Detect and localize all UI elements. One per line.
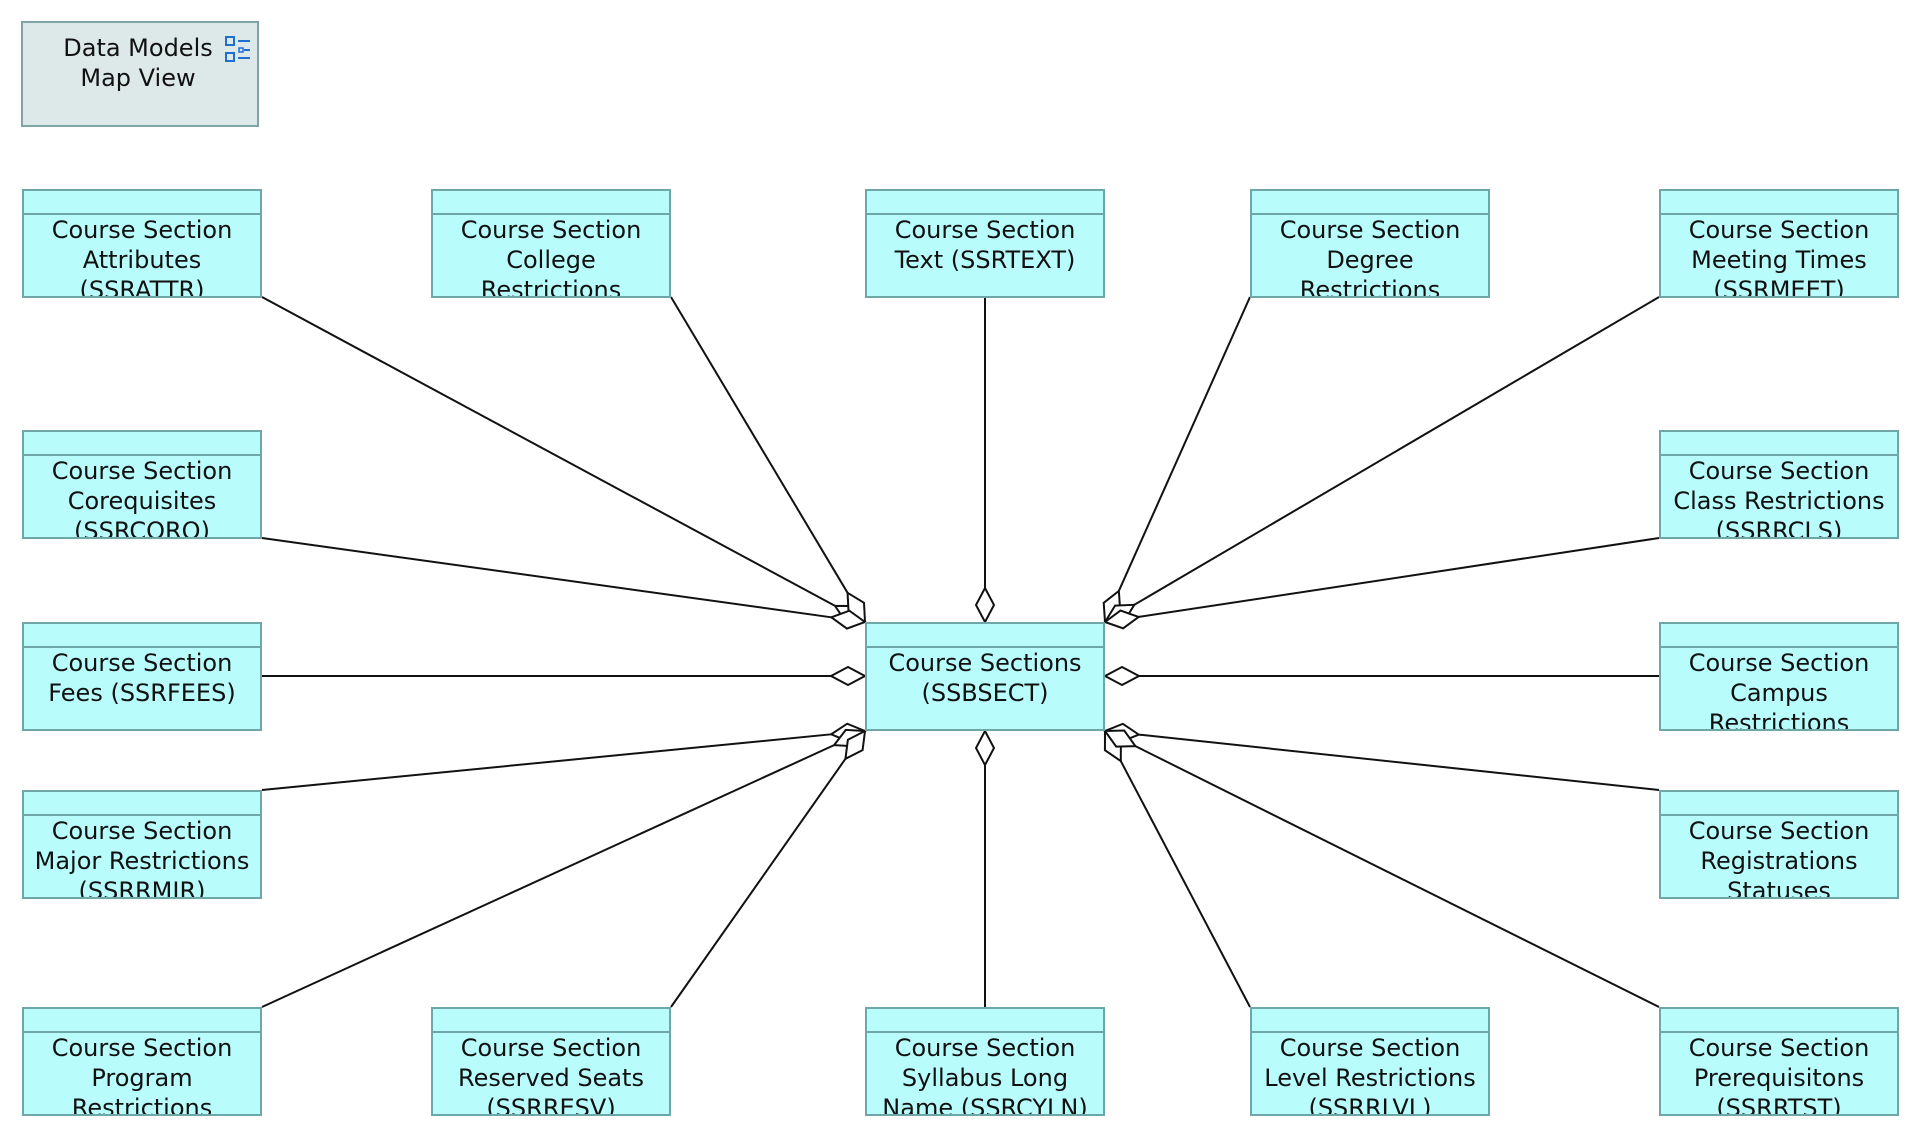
entity-ssrmeet[interactable]: Course Section Meeting Times (SSRMEET) bbox=[1659, 189, 1899, 298]
entity-header-band bbox=[867, 1009, 1103, 1033]
tree-view-icon[interactable] bbox=[223, 34, 253, 66]
entity-label: Course Sections (SSBSECT) bbox=[888, 649, 1082, 707]
entity-ssrresv[interactable]: Course Section Reserved Seats (SSRRESV) bbox=[431, 1007, 671, 1116]
connector-line-ssrresv bbox=[670, 758, 847, 1008]
entity-college[interactable]: Course Section College Restrictions bbox=[431, 189, 671, 298]
connector-line-ssrcorq bbox=[261, 537, 832, 619]
entity-ssrcyln[interactable]: Course Section Syllabus Long Name (SSRCY… bbox=[865, 1007, 1105, 1116]
entity-header-band bbox=[24, 432, 260, 456]
aggregation-diamond-ssrcorq bbox=[829, 609, 868, 630]
aggregation-diamond-ssrrtst bbox=[1103, 729, 1138, 748]
entity-ssrrtst[interactable]: Course Section Prerequisitons (SSRRTST) bbox=[1659, 1007, 1899, 1116]
entity-header-band bbox=[24, 792, 260, 816]
entity-header-band bbox=[24, 624, 260, 648]
entity-label: Course Section Fees (SSRFEES) bbox=[48, 649, 236, 707]
entity-ssrfees[interactable]: Course Section Fees (SSRFEES) bbox=[22, 622, 262, 731]
entity-label: Course Section Major Restrictions (SSRRM… bbox=[34, 817, 250, 899]
connector-line-degree bbox=[1117, 296, 1251, 592]
connector-line-ssrrmjr bbox=[261, 733, 832, 791]
connector-line-ssrrtst bbox=[1134, 745, 1660, 1008]
entity-label: Course Section Degree Restrictions bbox=[1279, 216, 1461, 298]
entity-header-band bbox=[1661, 191, 1897, 215]
entity-header-band bbox=[1661, 624, 1897, 648]
aggregation-diamond-ssrrcls bbox=[1102, 609, 1141, 630]
connector-line-ssrmeet bbox=[1133, 296, 1660, 606]
entity-label: Course Section Meeting Times (SSRMEET) bbox=[1688, 216, 1870, 298]
entity-label: Course Section Text (SSRTEXT) bbox=[894, 216, 1076, 274]
entity-label: Course Section Prerequisitons (SSRRTST) bbox=[1688, 1034, 1870, 1116]
entity-header-band bbox=[433, 1009, 669, 1033]
entity-label: Course Section Registrations Statuses (S… bbox=[1688, 817, 1870, 899]
connector-line-ssrrlvl bbox=[1119, 760, 1251, 1008]
entity-label: Course Section College Restrictions bbox=[460, 216, 642, 298]
entity-header-band bbox=[433, 191, 669, 215]
entity-label: Course Section Campus Restrictions bbox=[1688, 649, 1870, 731]
entity-campus[interactable]: Course Section Campus Restrictions bbox=[1659, 622, 1899, 731]
connector-line-college bbox=[670, 296, 849, 594]
entity-ssrrsts[interactable]: Course Section Registrations Statuses (S… bbox=[1659, 790, 1899, 899]
entity-label: Course Section Reserved Seats (SSRRESV) bbox=[458, 1034, 644, 1116]
entity-course-sections[interactable]: Course Sections (SSBSECT) bbox=[865, 622, 1105, 731]
entity-program[interactable]: Course Section Program Restrictions bbox=[22, 1007, 262, 1116]
map-view-title: Data Models Map View bbox=[63, 34, 213, 92]
connector-line-ssrattr bbox=[261, 296, 836, 607]
entity-header-band bbox=[24, 1009, 260, 1033]
entity-ssrcorq[interactable]: Course Section Corequisites (SSRCORQ) bbox=[22, 430, 262, 539]
entity-header-band bbox=[867, 191, 1103, 215]
connector-line-ssrrcls bbox=[1138, 537, 1660, 618]
entity-degree[interactable]: Course Section Degree Restrictions bbox=[1250, 189, 1490, 298]
entity-label: Course Section Program Restrictions bbox=[51, 1034, 233, 1116]
entity-header-band bbox=[1661, 432, 1897, 456]
aggregation-diamond-campus bbox=[1102, 665, 1142, 687]
aggregation-connectors bbox=[261, 296, 1660, 1008]
entity-header-band bbox=[867, 624, 1103, 648]
connector-line-program bbox=[261, 744, 835, 1008]
entity-label: Course Section Level Restrictions (SSRRL… bbox=[1264, 1034, 1476, 1116]
aggregation-diamond-ssrresv bbox=[844, 729, 867, 761]
entity-header-band bbox=[1661, 1009, 1897, 1033]
entity-label: Course Section Class Restrictions (SSRRC… bbox=[1673, 457, 1885, 539]
aggregation-diamond-ssrcyln bbox=[974, 728, 996, 768]
connector-line-ssrrsts bbox=[1138, 733, 1660, 791]
entity-header-band bbox=[1252, 1009, 1488, 1033]
entity-ssrattr[interactable]: Course Section Attributes (SSRATTR) bbox=[22, 189, 262, 298]
entity-label: Course Section Corequisites (SSRCORQ) bbox=[51, 457, 233, 539]
aggregation-diamond-ssrtext bbox=[974, 585, 996, 625]
entity-ssrrlvl[interactable]: Course Section Level Restrictions (SSRRL… bbox=[1250, 1007, 1490, 1116]
entity-ssrtext[interactable]: Course Section Text (SSRTEXT) bbox=[865, 189, 1105, 298]
entity-label: Course Section Syllabus Long Name (SSRCY… bbox=[882, 1034, 1088, 1116]
entity-header-band bbox=[1252, 191, 1488, 215]
entity-header-band bbox=[24, 191, 260, 215]
aggregation-diamond-ssrfees bbox=[828, 665, 868, 687]
entity-ssrrmjr[interactable]: Course Section Major Restrictions (SSRRM… bbox=[22, 790, 262, 899]
entity-header-band bbox=[1661, 792, 1897, 816]
map-view-header[interactable]: Data Models Map View bbox=[21, 21, 259, 127]
entity-ssrrcls[interactable]: Course Section Class Restrictions (SSRRC… bbox=[1659, 430, 1899, 539]
entity-label: Course Section Attributes (SSRATTR) bbox=[51, 216, 233, 298]
